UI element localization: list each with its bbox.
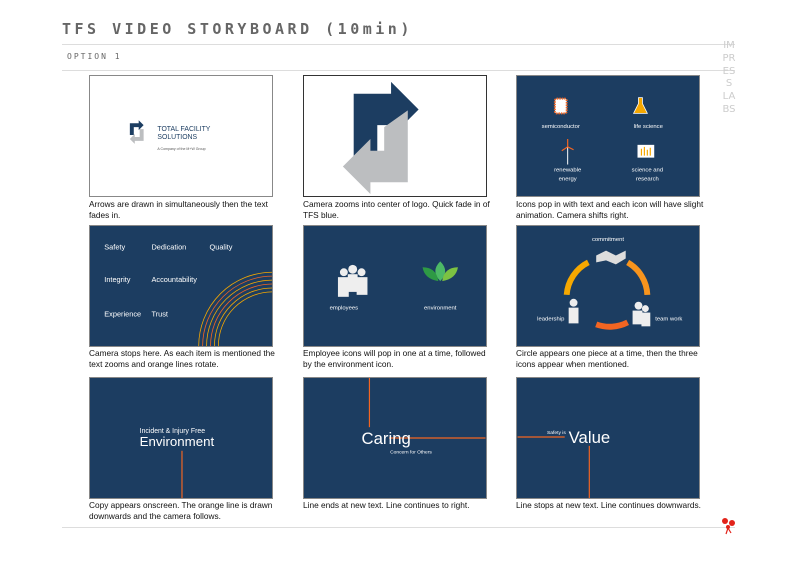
frame-9: Safety is Value — [516, 377, 700, 499]
frame-caption: Camera zooms into center of logo. Quick … — [303, 199, 490, 220]
page-title: TFS VIDEO STORYBOARD (10min) — [62, 20, 413, 38]
value-word: Dedication — [151, 243, 186, 252]
logo-text: SOLUTIONS — [157, 134, 197, 141]
icon-label: semiconductor — [542, 124, 580, 130]
impress-labs-logo-icon — [722, 518, 735, 535]
frame-2 — [303, 75, 487, 197]
frame-caption: Line ends at new text. Line continues to… — [303, 500, 470, 510]
big-text: Caring — [362, 429, 411, 448]
circle-segments-icon — [563, 259, 651, 330]
option-label: OPTION 1 — [67, 52, 122, 61]
gray-arrow-icon — [342, 110, 408, 195]
divider — [62, 44, 735, 45]
leader-icon — [568, 298, 579, 324]
cycle-label: team work — [655, 316, 682, 322]
frame-caption: Line stops at new text. Line continues d… — [516, 500, 701, 510]
frame-caption: Camera stops here. As each item is menti… — [89, 348, 275, 369]
value-word: Integrity — [104, 275, 130, 284]
chip-icon — [553, 97, 568, 115]
frame-4: Safety Dedication Quality Integrity Acco… — [89, 225, 273, 347]
employees-icon — [337, 264, 368, 297]
value-word: Accountability — [151, 275, 197, 284]
divider — [62, 527, 735, 528]
leaves-icon — [422, 261, 458, 282]
icon-label: renewable — [554, 167, 582, 173]
cycle-label: commitment — [592, 237, 624, 243]
frame-7: Incident & Injury Free Environment — [89, 377, 273, 499]
icon-label: employees — [330, 306, 359, 312]
team-icon — [632, 301, 651, 327]
small-text: Incident & Injury Free — [140, 428, 206, 435]
frame-3: semiconductor life science renewable ene… — [516, 75, 700, 197]
icon-label: energy — [559, 176, 577, 182]
divider — [62, 70, 735, 71]
cycle-label: leadership — [537, 316, 565, 322]
flask-icon — [632, 97, 648, 114]
orange-arcs-icon — [198, 271, 272, 346]
frame-5: employees environment — [303, 225, 487, 347]
icon-label: environment — [424, 306, 457, 312]
frame-caption: Circle appears one piece at a time, then… — [516, 348, 698, 369]
icon-label: life science — [634, 124, 664, 130]
big-text: Environment — [140, 434, 215, 449]
big-text: Value — [569, 428, 611, 447]
tfs-logo-icon — [129, 120, 144, 144]
value-word: Safety — [104, 243, 125, 252]
value-word: Experience — [104, 309, 141, 318]
handshake-icon — [596, 250, 626, 265]
wind-turbine-icon — [561, 138, 574, 165]
frame-caption: Copy appears onscreen. The orange line i… — [89, 500, 273, 521]
frame-1: TOTAL FACILITY SOLUTIONS A Company of th… — [89, 75, 273, 197]
icon-label: science and — [632, 167, 663, 173]
side-brand: IMPRESS LABS — [722, 40, 736, 115]
small-text: Safety is — [547, 430, 566, 436]
frame-caption: Icons pop in with text and each icon wil… — [516, 199, 704, 220]
value-word: Quality — [210, 243, 233, 252]
icon-label: research — [636, 176, 659, 182]
frame-caption: Arrows are drawn in simultaneously then … — [89, 199, 268, 220]
frame-8: Caring Concern for Others — [303, 377, 487, 499]
frame-6: commitment leadership team work — [516, 225, 700, 347]
small-text: Concern for Others — [390, 450, 432, 456]
logo-subtext: A Company of the M+W Group — [157, 147, 205, 151]
frame-caption: Employee icons will pop in one at a time… — [303, 348, 486, 369]
logo-text: TOTAL FACILITY — [157, 126, 210, 133]
research-icon — [637, 144, 655, 158]
value-word: Trust — [151, 309, 168, 318]
